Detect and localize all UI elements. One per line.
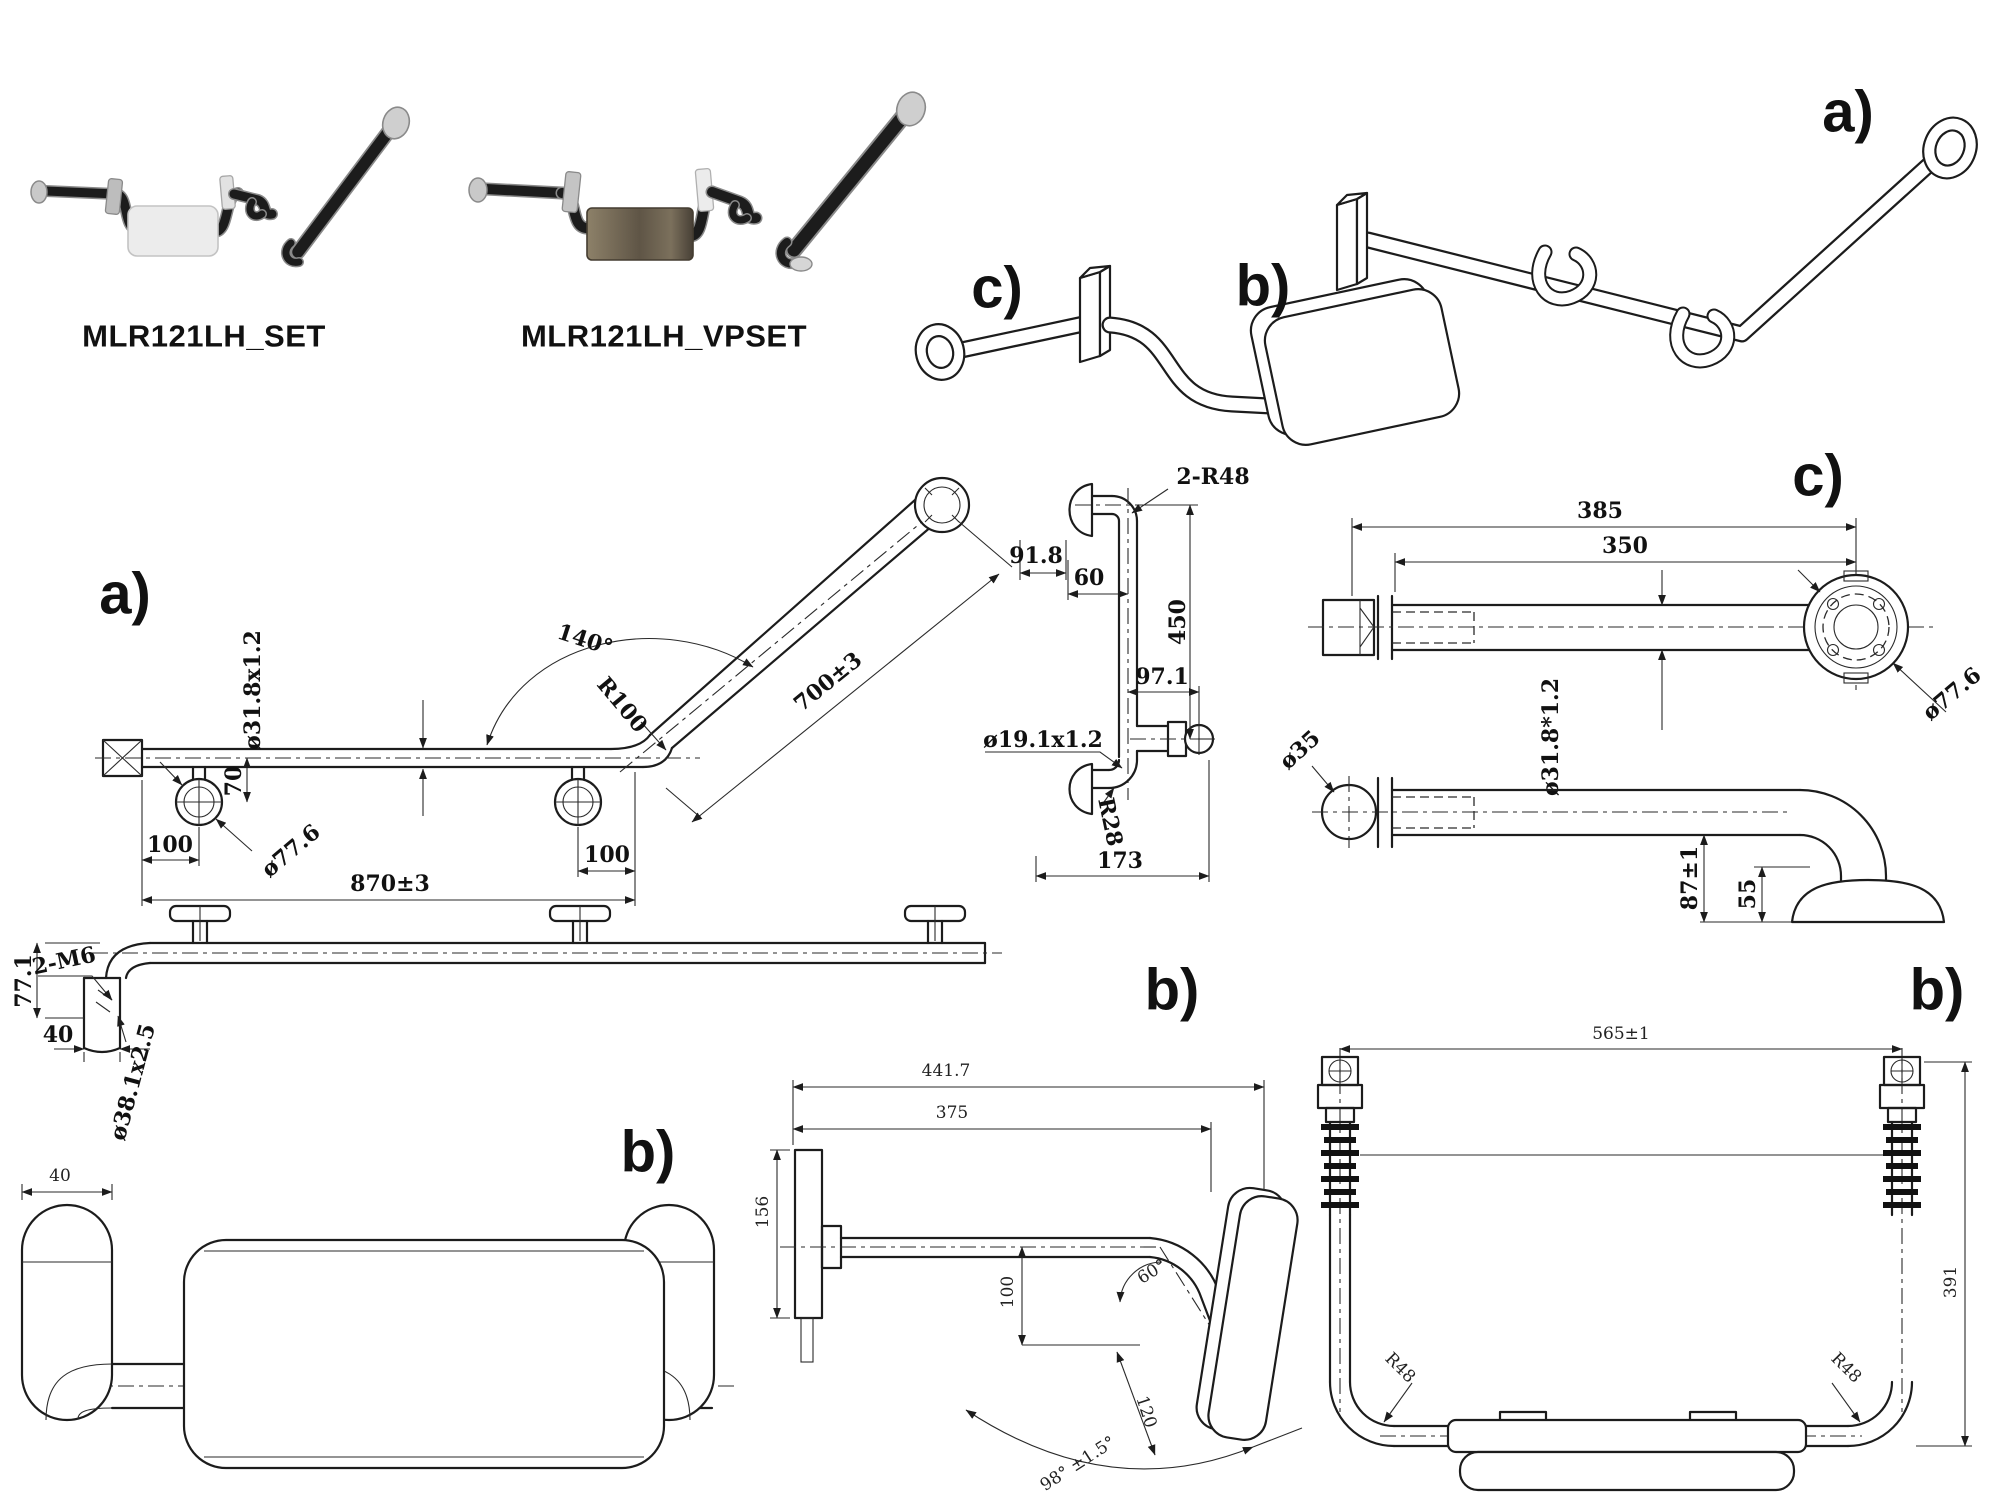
dim-a-side-lower-bend: R28: [1092, 795, 1128, 848]
dim-c-grip-length: 350: [1602, 533, 1648, 559]
dim-a-angle: 140°: [554, 619, 616, 661]
dim-b-overall-depth: 441.7: [922, 1061, 971, 1081]
dim-b-pad-width: 120: [1131, 1393, 1160, 1430]
mount-bracket-photo2-left: [561, 171, 582, 214]
label-drawing-c: c): [1792, 444, 1844, 509]
drawing-b-top: 565±1 391 R48 R48: [1316, 1024, 1972, 1492]
iso-post-c: [1078, 264, 1112, 364]
c-round-flange: [1802, 570, 1910, 684]
plan-bracket-2: [548, 904, 612, 945]
b-side-pad: [1195, 1186, 1299, 1441]
iso-clamp-hook-1: [1531, 244, 1598, 307]
drawing-a-main: ø31.8x1.2 140° R100 700±3 70 ø77.6 100 1…: [95, 476, 1013, 906]
label-drawing-b-top: b): [1910, 958, 1965, 1023]
dim-a-side-wall-offset: 60: [1074, 565, 1105, 591]
iso-clamp-hook-2: [1669, 306, 1736, 369]
wall-flange-photo1-left: [30, 180, 48, 204]
mount-bracket-photo1-left: [104, 178, 124, 215]
wall-flange-photo2-top: [895, 91, 927, 127]
iso-label-b: b): [1236, 254, 1291, 319]
dim-a-plan-drop: 77.1: [11, 954, 37, 1008]
dim-b-corner-radius-right: R48: [1827, 1349, 1865, 1387]
dim-b-pad-angle: 98° ±1.5°: [1037, 1432, 1119, 1495]
product-label-set: MLR121LH_SET: [82, 319, 326, 354]
isometric-exploded-view: [914, 116, 1978, 446]
drawing-b-side: 441.7 375 156 100 60° 120 98° ±1.5°: [753, 1061, 1303, 1496]
label-drawing-a: a): [99, 562, 151, 627]
dim-c-base-height: 55: [1735, 879, 1761, 910]
dim-b-plate-height: 156: [753, 1196, 773, 1228]
c-base-flange: [1790, 878, 1946, 924]
threaded-sleeve: [82, 976, 122, 1054]
wall-flange-photo2-left: [468, 177, 488, 203]
plan-bracket-3: [903, 904, 967, 945]
side-wall-flange-bottom: [1068, 762, 1094, 816]
dim-c-tube-dia: ø31.8*1.2: [1538, 678, 1564, 796]
b-top-left-post: [1316, 1055, 1364, 1217]
iso-backrest-pad: [1249, 278, 1461, 446]
side-wall-flange-top: [1068, 482, 1094, 538]
dim-b-drop: 100: [998, 1276, 1018, 1308]
iso-label-a: a): [1822, 80, 1874, 145]
dim-a-flange-offset: 70: [221, 766, 247, 797]
dim-a-side-height: 450: [1165, 599, 1191, 645]
dim-a-bend-radius: R100: [591, 672, 652, 738]
iso-label-c: c): [971, 256, 1023, 321]
dim-a-plan-sleeve-width: 40: [43, 1022, 74, 1048]
label-drawing-b-side: b): [1145, 958, 1200, 1023]
dim-c-ball-dia: ø35: [1274, 725, 1325, 775]
dim-a-plan-thread: 2-M6: [30, 942, 98, 981]
dim-a-plan-sleeve-dia: ø38.1x2.5: [105, 1021, 161, 1143]
dim-a-offset-left: 100: [147, 832, 193, 858]
drawing-c-side-view: ø35 87±1 55: [1274, 725, 1946, 924]
b-side-wall-plate: [793, 1148, 824, 1320]
drawing-c-top-view: 385 350 ø77.6 ø31.8*1.2: [1308, 498, 1987, 796]
drawing-b-front: 40: [20, 1166, 736, 1470]
b-top-right-post: [1878, 1055, 1926, 1217]
dim-a-side-arm-length: 97.1: [1135, 664, 1189, 690]
dim-c-mount-height: 87±1: [1677, 846, 1703, 910]
dim-a-flange-dia: ø77.6: [256, 819, 325, 883]
dim-a-side-offset-width: 91.8: [1009, 543, 1063, 569]
dim-b-corner-radius-left: R48: [1381, 1349, 1419, 1387]
dim-a-side-corner-radius: 2-R48: [1176, 464, 1249, 490]
wall-escutcheon-right: [553, 765, 603, 827]
dim-b-arm-depth: 375: [936, 1103, 968, 1123]
wall-escutcheon-left: [174, 765, 224, 827]
backrest-pad-photo1: [127, 205, 219, 257]
product-label-vpset: MLR121LH_VPSET: [521, 319, 807, 354]
dim-c-overall-length: 385: [1577, 498, 1623, 524]
dim-b-overall-width: 565±1: [1592, 1024, 1650, 1044]
drawing-a-side: 2-R48 91.8 60 450 97.1 ø19.1x1.2 R28 173: [983, 464, 1250, 882]
product-photo-vpset: [468, 91, 927, 272]
dim-b-hook-width: 40: [49, 1166, 71, 1186]
dim-a-offset-right: 100: [584, 842, 630, 868]
drawing-a-plan: 77.1 2-M6 40 ø38.1x2.5: [11, 904, 1002, 1143]
dim-a-overall-length: 870±3: [350, 871, 430, 897]
b-top-pad: [1446, 1410, 1808, 1492]
b-front-pad: [182, 1238, 666, 1470]
iso-post-b: [1335, 191, 1369, 292]
dim-a-side-arm-tube: ø19.1x1.2: [983, 727, 1103, 753]
wall-flange-photo1-top: [381, 106, 411, 140]
floor-flange-photo2: [789, 256, 813, 272]
dim-a-arm-length: 700±3: [789, 647, 867, 717]
label-drawing-b-front: b): [621, 1120, 676, 1185]
dim-c-flange-dia: ø77.6: [1917, 662, 1986, 726]
dim-a-side-depth: 173: [1097, 848, 1143, 874]
product-photo-set: [30, 106, 411, 268]
plan-bracket-1: [168, 904, 232, 945]
dim-b-top-depth: 391: [1941, 1266, 1961, 1298]
dim-a-tube-dia: ø31.8x1.2: [240, 630, 266, 750]
b-front-left-hook: [20, 1203, 114, 1422]
backrest-pad-photo2: [586, 207, 694, 261]
